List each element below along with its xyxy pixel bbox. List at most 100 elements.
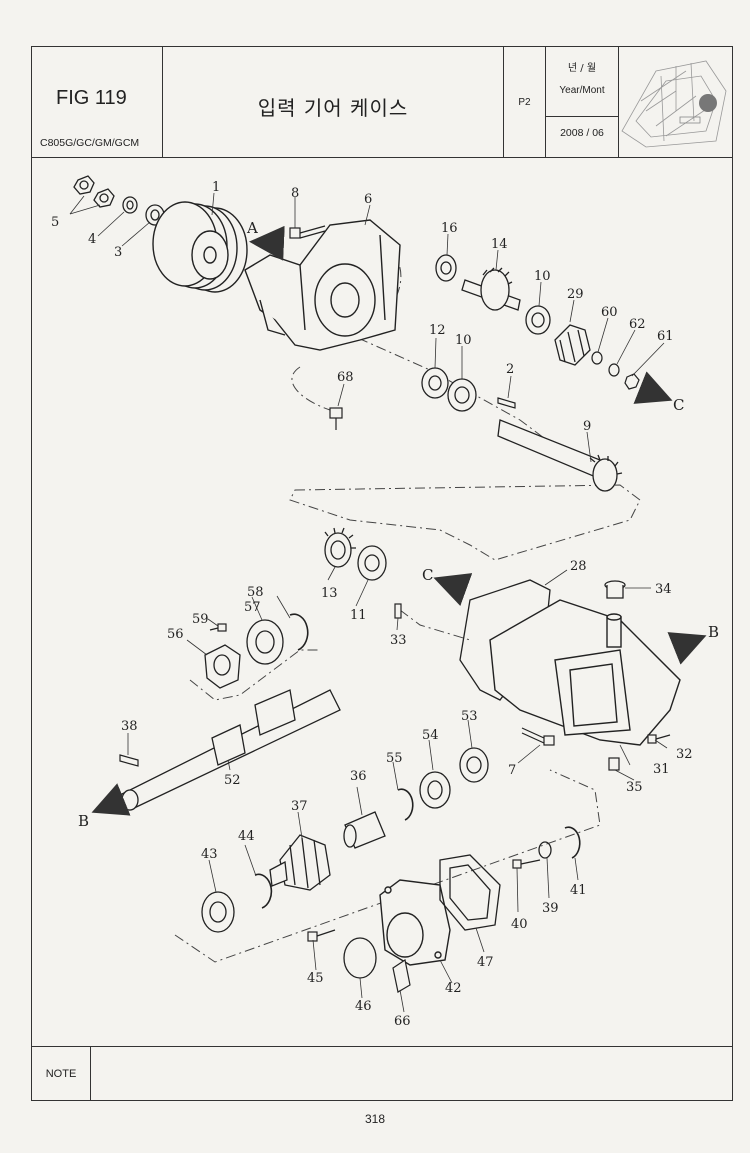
bolt-59 [209,623,227,632]
part-number-10-upper: 10 [534,269,551,284]
clip-66 [392,959,411,993]
part-number-36: 36 [350,769,367,784]
gasket-47 [439,854,501,931]
part-number-13: 13 [321,586,338,601]
part-number-54: 54 [422,728,439,743]
year-month-label-korean: 년 / 월 [567,63,597,74]
part-number-31: 31 [653,762,670,777]
pulley-1 [152,201,248,293]
year-month-value: 2008 / 06 [560,127,604,139]
part-number-3: 3 [114,245,122,260]
snap-ring-44 [254,873,273,909]
part-number-58: 58 [247,585,264,600]
part-number-7: 7 [508,763,516,778]
part-number-4: 4 [88,232,96,247]
oil-seal-46 [343,937,377,979]
bearing-43 [201,891,235,933]
bearing-10-upper [525,305,551,335]
part-number-57: 57 [244,600,261,615]
key-38 [119,754,139,767]
part-number-38: 38 [121,719,138,734]
washer-60 [591,351,603,365]
page-title: 입력 기어 케이스 [257,96,409,120]
part-number-35: 35 [626,780,643,795]
bevel-gear-29 [554,324,591,366]
part-number-52: 52 [224,773,241,788]
page-code: P2 [518,97,531,108]
part-number-5: 5 [51,215,59,230]
breather-cap-34 [604,580,626,599]
arrow-label-b-right: B [708,623,719,641]
note-row: NOTE [32,1046,732,1100]
arrow-b-right [667,632,707,665]
bearing-53 [459,747,489,783]
part-number-32: 32 [676,747,693,762]
part-number-55: 55 [386,751,403,766]
figure-number: FIG 119 [56,87,127,109]
part-number-14: 14 [491,237,508,252]
nut-61 [624,373,640,390]
page-code-cell: P2 [504,47,546,157]
leader-lines [69,192,668,1013]
collar-36 [343,811,386,849]
bolt-7 [521,727,555,746]
highlight-marker [699,94,717,112]
arrow-a [249,225,285,261]
year-month-cell: 년 / 월 Year/Mont 2008 / 06 [546,47,619,157]
key-2 [497,397,516,409]
bearing-57 [246,619,284,665]
bolt-40 [512,859,541,869]
part-number-61: 61 [657,329,674,344]
bolt-45 [307,929,336,942]
fig-cell: FIG 119 C805G/GC/GM/GCM [32,47,163,157]
pinion-shaft-9 [497,419,623,492]
part-number-29: 29 [567,287,584,302]
bearing-11 [357,545,387,581]
arrow-label-c-lower: C [422,566,433,584]
part-number-53: 53 [461,709,478,724]
snap-ring-41 [564,826,581,859]
part-number-6: 6 [364,192,372,207]
machine-thumbnail [621,60,727,148]
part-number-11: 11 [350,608,367,623]
arrow-b-left [91,783,131,816]
gear-housing-31 [489,599,681,746]
part-number-59: 59 [192,612,209,627]
part-number-2: 2 [506,362,514,377]
drawing-frame: FIG 119 C805G/GC/GM/GCM 입력 기어 케이스 P2 년 /… [31,46,733,1101]
snap-ring-58 [289,613,309,651]
arrow-label-c-upper: C [673,396,684,414]
part-number-60: 60 [601,305,618,320]
arrow-label-a: A [246,219,258,237]
input-gear-case-6 [244,219,401,351]
arrow-label-b-left: B [78,812,89,830]
bearing-12 [421,367,449,399]
title-cell: 입력 기어 케이스 [163,47,504,157]
part-number-66: 66 [394,1014,411,1029]
arrow-c-upper [633,371,673,404]
part-number-8: 8 [291,186,299,201]
part-number-12: 12 [429,323,446,338]
plug-35 [608,757,620,771]
bearing-10-lower [447,378,477,412]
part-number-68: 68 [337,370,354,385]
year-month-divider [546,116,618,117]
part-number-34: 34 [655,582,672,597]
part-number-42: 42 [445,981,462,996]
part-number-1: 1 [212,180,220,195]
bolt-32 [647,734,671,744]
year-month-label: Year/Mont [559,85,605,96]
washer-39 [538,841,552,859]
part-number-44: 44 [238,829,255,844]
bearing-54 [419,771,451,809]
bolt-68 [329,407,343,430]
snap-ring-55 [397,788,414,821]
part-number-9: 9 [583,419,591,434]
part-number-43: 43 [201,847,218,862]
part-number-40: 40 [511,917,528,932]
output-cover-42 [379,879,451,966]
part-number-47: 47 [477,955,494,970]
washer-4 [122,196,138,214]
washer-62 [608,363,620,377]
